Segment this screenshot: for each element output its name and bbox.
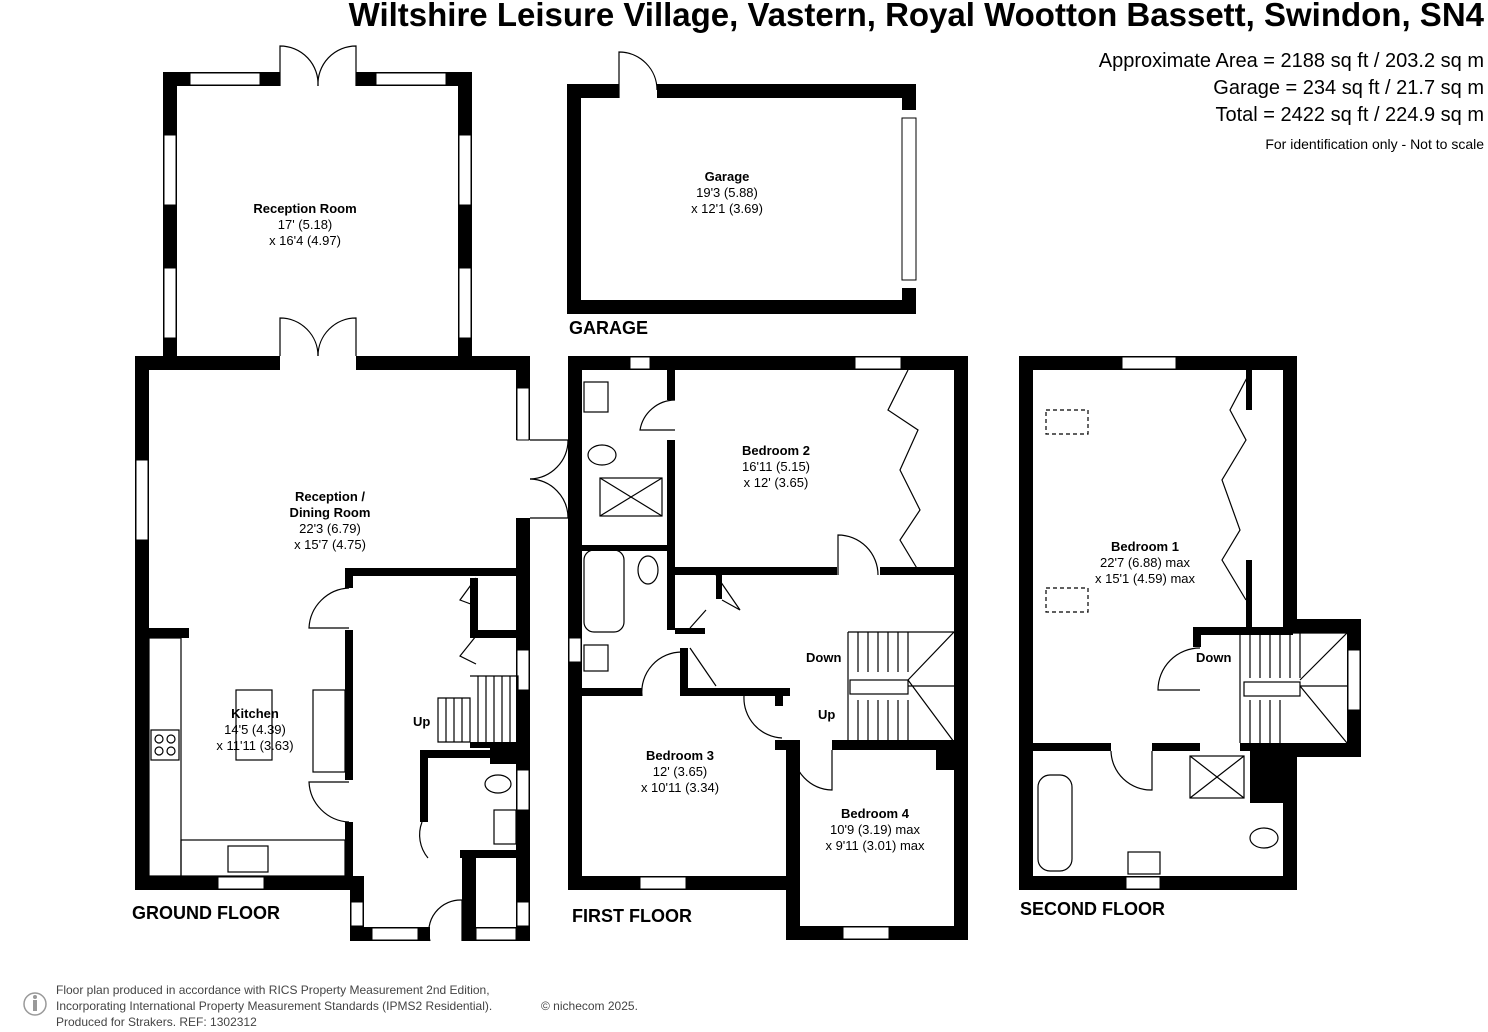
room-dim: 19'3 (5.88) <box>696 185 758 200</box>
stair-label-ground-up: Up <box>413 714 431 729</box>
stair-label-second-down: Down <box>1196 650 1232 665</box>
room-name: Reception / <box>294 489 366 504</box>
room-dim: 10'9 (3.19) max <box>830 822 920 837</box>
room-bedroom-4: Bedroom 4 10'9 (3.19) max x 9'11 (3.01) … <box>825 806 924 854</box>
area-line-total-floor: Approximate Area = 2188 sq ft / 203.2 sq… <box>1098 50 1484 72</box>
room-name: Garage <box>704 169 750 184</box>
room-dim: x 16'4 (4.97) <box>269 233 341 248</box>
room-bedroom-2: Bedroom 2 16'11 (5.15) x 12' (3.65) <box>742 443 810 491</box>
room-dim: 22'7 (6.88) max <box>1100 555 1190 570</box>
room-dim: 14'5 (4.39) <box>224 722 286 737</box>
room-dim: x 11'11 (3.63) <box>216 738 294 753</box>
ground-floor-walls <box>135 356 530 941</box>
room-name: Reception Room <box>253 201 357 216</box>
area-line-garage: Garage = 234 sq ft / 21.7 sq m <box>1213 77 1484 99</box>
copyright: © nichecom 2025. <box>541 999 638 1013</box>
disclaimer: For identification only - Not to scale <box>1265 136 1484 152</box>
property-title: Wiltshire Leisure Village, Vastern, Roya… <box>348 0 1484 33</box>
ground-floor-label: GROUND FLOOR <box>132 903 280 923</box>
room-name: Bedroom 1 <box>1111 539 1179 554</box>
second-floor-walls <box>1019 356 1361 890</box>
room-bedroom-1: Bedroom 1 22'7 (6.88) max x 15'1 (4.59) … <box>1095 539 1195 587</box>
room-reception-room: Reception Room 17' (5.18) x 16'4 (4.97) <box>253 201 356 249</box>
room-dim: x 12'1 (3.69) <box>691 201 763 216</box>
room-name: Bedroom 3 <box>646 748 714 763</box>
room-bedroom-3: Bedroom 3 12' (3.65) x 10'11 (3.34) <box>641 748 719 796</box>
footer-line: Incorporating International Property Mea… <box>56 999 493 1013</box>
room-dim: x 9'11 (3.01) max <box>825 838 925 853</box>
stair-label-first-up: Up <box>818 707 836 722</box>
room-dim: x 15'7 (4.75) <box>294 537 366 552</box>
room-name: Bedroom 4 <box>841 806 909 821</box>
room-garage: Garage 19'3 (5.88) x 12'1 (3.69) <box>691 169 763 217</box>
first-floor-label: FIRST FLOOR <box>572 906 692 926</box>
room-reception-dining: Reception / Dining Room 22'3 (6.79) x 15… <box>290 489 371 553</box>
room-dim: 22'3 (6.79) <box>299 521 361 536</box>
garage-walls <box>567 84 916 314</box>
room-kitchen: Kitchen 14'5 (4.39) x 11'11 (3.63) <box>216 706 293 754</box>
room-dim: 17' (5.18) <box>277 217 333 232</box>
room-dim: x 15'1 (4.59) max <box>1094 571 1196 586</box>
room-dim: 12' (3.65) <box>652 764 708 779</box>
room-name: Bedroom 2 <box>742 443 810 458</box>
area-line-total: Total = 2422 sq ft / 224.9 sq m <box>1215 104 1485 126</box>
footer-notes: Floor plan produced in accordance with R… <box>56 982 638 1030</box>
footer-line: Produced for Strakers. REF: 1302312 <box>56 1015 257 1029</box>
garage-floor-label: GARAGE <box>569 318 649 338</box>
room-dim: 16'11 (5.15) <box>741 459 811 474</box>
stair-label-first-down: Down <box>806 650 842 665</box>
person-icon <box>23 992 47 1016</box>
second-floor-label: SECOND FLOOR <box>1020 899 1166 919</box>
room-dim: x 12' (3.65) <box>743 475 809 490</box>
room-name: Dining Room <box>289 505 371 520</box>
room-dim: x 10'11 (3.34) <box>640 780 720 795</box>
footer-line: Floor plan produced in accordance with R… <box>56 983 490 997</box>
room-name: Kitchen <box>231 706 279 721</box>
area-summary: Approximate Area = 2188 sq ft / 203.2 sq… <box>1099 48 1484 153</box>
